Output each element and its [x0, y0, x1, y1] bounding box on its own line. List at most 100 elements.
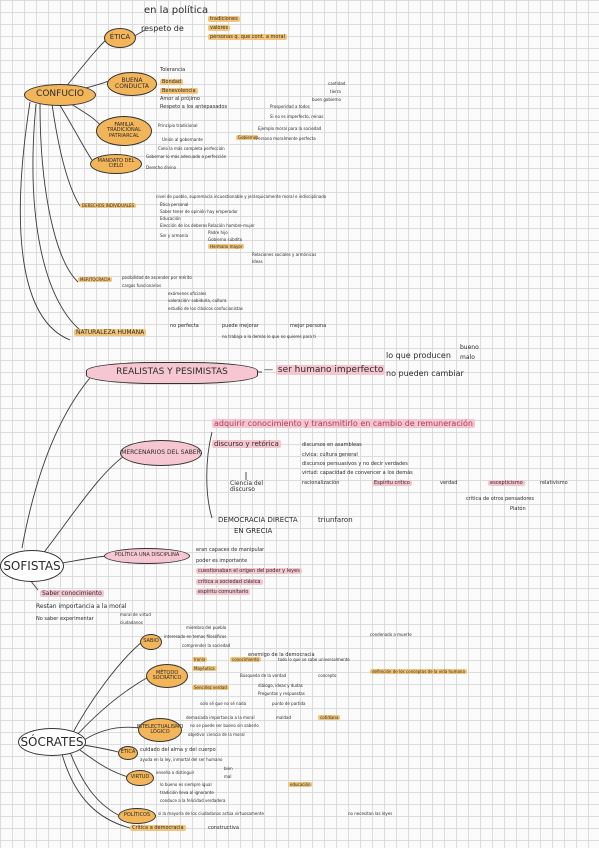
realistas-node: REALISTAS Y PESIMISTAS	[86, 362, 258, 384]
sabio-item-4: enemigo de la democracia	[248, 652, 315, 658]
triunfaron: triunfaron	[318, 516, 353, 524]
derechos-label: DERECHOS INDIVIDUALES	[80, 203, 137, 208]
familia-right-5: cantidad	[328, 81, 346, 86]
bc-item-2: Bondad	[160, 79, 184, 85]
derechos-sub-2: Padre hijo	[208, 230, 228, 235]
virtud-label: VIRTUD	[130, 774, 150, 781]
merc-item-3: discursos persuasivos y no decir verdade…	[302, 461, 408, 467]
pol-item-2: poder es importante	[196, 558, 248, 564]
politica-node: POLÍTICA UNA DISCIPLINA	[104, 548, 190, 564]
pol-item-3: cuestionaban el origen del poder y leyes	[196, 568, 302, 574]
intel-item-2: maldad	[276, 715, 291, 720]
familia-label: FAMILIA TRADICIONAL PATRIARCAL	[107, 122, 141, 139]
derechos-item-1: nivel de pueblo, supremacía incuestionab…	[156, 194, 327, 199]
realistas-a: lo que producen	[386, 351, 451, 360]
pol-item-1: eran capaces de manipular	[196, 547, 265, 553]
metodo-item-7: definición de los conceptos de la vida h…	[370, 669, 467, 674]
bc-item-3: Benevolencia	[160, 88, 198, 94]
familia-item-2: Unión al gobernante	[162, 137, 203, 142]
naturaleza-item-4: no trabaja a lo demás lo que no quieres …	[222, 334, 316, 339]
familia-item-4: Cielo la más completa perfección	[158, 146, 225, 151]
virtud-node: VIRTUD	[126, 770, 154, 786]
confucio-node: CONFUCIO	[24, 84, 96, 106]
derechos-sub-6: Ideas	[252, 259, 263, 264]
socrates-node: SÓCRATES	[18, 728, 86, 756]
relativismo: relativismo	[540, 480, 568, 486]
derechos-item-6: Ser y armonía	[160, 233, 189, 238]
en-la-politica: en la política	[144, 5, 209, 16]
metodo-item-5: Búsqueda de la verdad	[240, 673, 287, 678]
virtud-item-3: mal	[224, 774, 232, 779]
mercenarios-label: MERCENARIOS DEL SABER	[121, 448, 201, 456]
merito-item-4: valoración: sabiduría, cultura	[168, 298, 227, 303]
metodo-item-2: conocimiento	[230, 657, 261, 662]
familia-right-3: Ejemplo moral para la sociedad	[258, 126, 322, 131]
metodo-item-9: diálogo, ideas y dudas	[258, 683, 303, 688]
metodo-item-11: solo sé que no sé nada	[200, 701, 247, 706]
metodo-label: MÉTODO SOCRÁTICO	[152, 669, 182, 681]
metodo-item-12: punto de partida	[272, 701, 306, 706]
realistas-c1: bueno	[460, 344, 479, 351]
merito-item-1: posibilidad de ascender por mérito	[122, 275, 192, 280]
derechos-item-5: Elección de los deberes	[160, 223, 208, 228]
bc-item-4: Amor al prójimo	[160, 96, 200, 102]
critica-pensadores: crítica de otros pensadores	[466, 496, 534, 502]
naturaleza-label: NATURALEZA HUMANA	[74, 329, 147, 336]
sabio-label: SABIO	[143, 638, 159, 645]
sofistas-node: SOFISTAS	[0, 550, 64, 582]
merito-item-2: cargos funcionarios	[122, 283, 162, 288]
virtud-item-6: tradición lleva al ignorante	[160, 790, 214, 795]
realistas-b: no pueden cambiar	[386, 369, 464, 378]
merito-item-3: exámenes oficiales	[168, 291, 207, 296]
mandato-item-2: Derecho divino	[146, 165, 177, 170]
naturaleza-item-3: mejor persona	[290, 323, 327, 329]
etica-label: ÉTICA	[109, 33, 131, 42]
merc-item-1: discursos en asambleas	[302, 442, 362, 448]
derechos-sub-3: Gobierno súbdito	[208, 237, 243, 242]
intelectualismo-label: INTELECTUALISMO LÓGICO	[136, 723, 184, 735]
derechos-sub-1: Relación hombre-mujer	[208, 223, 255, 228]
escepticismo: escepticismo	[488, 480, 525, 486]
bc-item-1: Tolerancia	[160, 67, 186, 73]
critica-democracia: Crítica a democracia	[130, 825, 186, 831]
respeto-de: respeto de	[141, 24, 184, 33]
pol-item-5: espíritu comunitario	[196, 589, 251, 595]
en-grecia: EN GRECIA	[234, 527, 273, 535]
virtud-item-5: educación	[288, 782, 313, 787]
virtud-item-7: conduce a la felicidad verdadera	[160, 798, 226, 803]
pol-item-4: crítica a sociedad clásica	[196, 579, 263, 585]
merc-item-4: virtud: capacidad de convencer a los dem…	[302, 470, 413, 476]
metodo-item-6: concepto	[318, 673, 337, 678]
metodo-item-8: Sencillez verdad	[192, 685, 229, 690]
familia-item-3: Gobierno	[236, 135, 259, 140]
metodo-item-4: Mayéutica	[192, 666, 217, 671]
intelectualismo-node: INTELECTUALISMO LÓGICO	[136, 718, 184, 742]
mandato-item-1: Gobernar lo más adecuado a perfección	[146, 154, 227, 159]
metodo-node: MÉTODO SOCRÁTICO	[146, 664, 188, 688]
derechos-sub-4: Hermano mayor	[208, 244, 245, 249]
metodo-item-1: Ironía	[192, 657, 208, 662]
familia-item-1: Principio tradicional	[158, 123, 198, 128]
mandato-label: MANDATO DEL CIELO	[97, 157, 135, 169]
intel-item-4: no se puede ser bueno sin saberlo	[190, 723, 259, 728]
mercenarios-node: MERCENARIOS DEL SABER	[120, 440, 202, 466]
familia-right-7: buen gobierno	[312, 97, 341, 102]
naturaleza-item-2: puede mejorar	[222, 323, 259, 329]
mercenarios-top: adquirir conocimiento y transmitirlo en …	[212, 419, 475, 428]
virtud-item-4: lo bueno es siempre igual	[160, 782, 212, 787]
sabio-item-1: miembro del pueblo	[186, 625, 227, 630]
espiritu-critico: Espíritu crítico	[372, 480, 412, 486]
sofistas-abajo-2: Restan importancia a la moral	[36, 603, 127, 610]
sabio-item-5: condenado a muerte	[370, 632, 412, 637]
sofistas-title: SOFISTAS	[3, 558, 61, 573]
virtud-item-2: bien	[224, 766, 233, 771]
familia-right-4: Persona moralmente perfecta	[256, 136, 316, 141]
etica-item-1: tradiciones	[208, 16, 240, 22]
sofistas-abajo-3: No saber experimentar	[36, 616, 94, 622]
socrates-etica-label: ÉTICA	[120, 749, 136, 756]
familia-right-1: Prosperidad a todos	[270, 104, 310, 109]
derechos-item-2: Ética personal	[160, 202, 189, 207]
familia-node: FAMILIA TRADICIONAL PATRIARCAL	[96, 116, 152, 146]
soc-etica-item-1: cuidado del alma y del cuerpo	[140, 747, 216, 753]
intel-item-3: cotidiana	[318, 715, 341, 720]
